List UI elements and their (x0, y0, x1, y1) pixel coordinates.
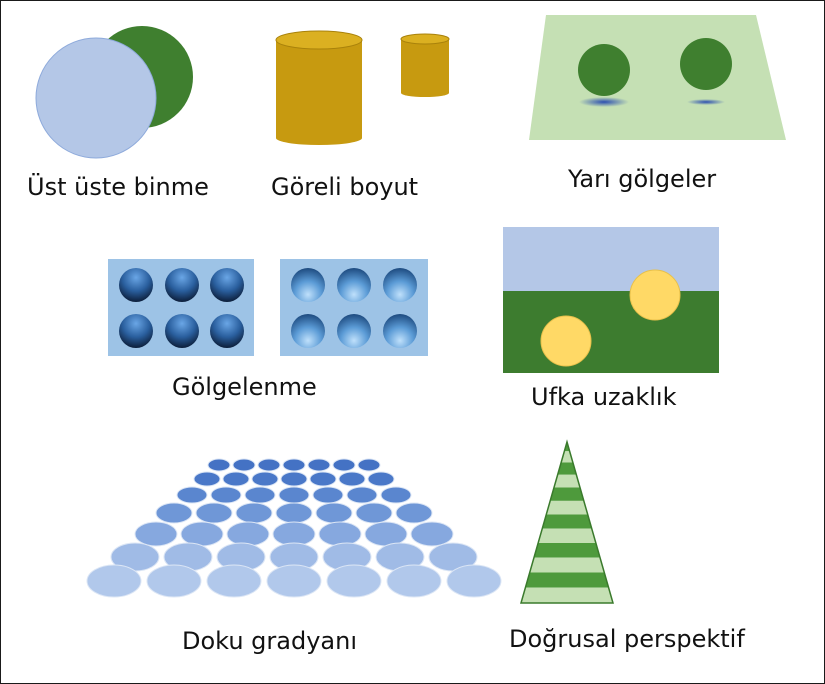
texture-disc (226, 521, 270, 547)
texture-disc (332, 458, 356, 472)
texture-gradient-illustration (86, 458, 502, 598)
texture-disc (278, 486, 310, 504)
ground (503, 291, 719, 373)
texture-disc (257, 458, 281, 472)
texture-disc (380, 486, 412, 504)
small-cylinder (400, 33, 450, 97)
ball-left (578, 44, 630, 96)
texture-disc (346, 486, 378, 504)
label-overlap: Üst üste binme (27, 173, 209, 201)
perspective-band (553, 474, 581, 488)
texture-disc (309, 471, 337, 487)
shadows-illustration (529, 15, 786, 140)
texture-disc (357, 458, 381, 472)
texture-disc (180, 521, 224, 547)
perspective-band (557, 462, 577, 475)
large-cylinder (275, 30, 363, 145)
convex-spheres (119, 268, 244, 348)
texture-disc (193, 471, 221, 487)
perspective-outline (520, 439, 614, 604)
shadow-left (579, 97, 629, 107)
texture-disc (386, 564, 442, 598)
texture-disc (176, 486, 208, 504)
texture-disc (86, 564, 142, 598)
perspective-band (546, 500, 588, 515)
texture-disc (210, 486, 242, 504)
texture-disc (222, 471, 250, 487)
texture-disc (410, 521, 454, 547)
perspective-band (550, 487, 584, 501)
ball-right (680, 38, 732, 90)
perspective-band (525, 572, 609, 588)
texture-disc (155, 502, 193, 524)
texture-disc (272, 521, 316, 547)
perspective-band (542, 514, 592, 529)
overlap-illustration (35, 26, 193, 159)
front-circle (35, 37, 157, 159)
texture-disc (395, 502, 433, 524)
texture-disc (207, 458, 231, 472)
texture-disc (446, 564, 502, 598)
texture-disc (146, 564, 202, 598)
texture-disc (266, 564, 322, 598)
horizon-illustration (503, 227, 719, 373)
texture-disc (326, 564, 382, 598)
texture-disc (232, 458, 256, 472)
texture-disc (275, 502, 313, 524)
texture-disc (367, 471, 395, 487)
label-shadows: Yarı gölgeler (568, 165, 717, 193)
texture-disc (244, 486, 276, 504)
perspective-band (529, 557, 605, 573)
texture-disc (206, 564, 262, 598)
concave-cavities (291, 268, 417, 348)
texture-disc (315, 502, 353, 524)
label-shading: Gölgelenme (172, 373, 317, 401)
texture-disc (251, 471, 279, 487)
texture-disc (318, 521, 362, 547)
linear-perspective-illustration (520, 439, 614, 604)
texture-disc (355, 502, 393, 524)
texture-disc (195, 502, 233, 524)
texture-disc (364, 521, 408, 547)
texture-disc (312, 486, 344, 504)
texture-disc (235, 502, 273, 524)
texture-disc (307, 458, 331, 472)
shadow-right (687, 99, 725, 105)
ground-plane (529, 15, 786, 140)
relative-size-illustration (275, 30, 450, 145)
far-sun (629, 269, 681, 321)
texture-disc (338, 471, 366, 487)
perspective-band (521, 587, 613, 603)
sky (503, 227, 719, 291)
label-texture-gradient: Doku gradyanı (182, 627, 357, 655)
texture-disc (280, 471, 308, 487)
label-relative-size: Göreli boyut (271, 173, 419, 201)
perspective-band (538, 528, 596, 543)
shading-illustration (108, 259, 428, 356)
near-sun (540, 315, 592, 367)
label-horizon: Ufka uzaklık (531, 383, 677, 411)
perspective-band (533, 542, 601, 558)
texture-disc (134, 521, 178, 547)
label-linear-perspective: Doğrusal perspektif (509, 625, 745, 653)
texture-disc (282, 458, 306, 472)
